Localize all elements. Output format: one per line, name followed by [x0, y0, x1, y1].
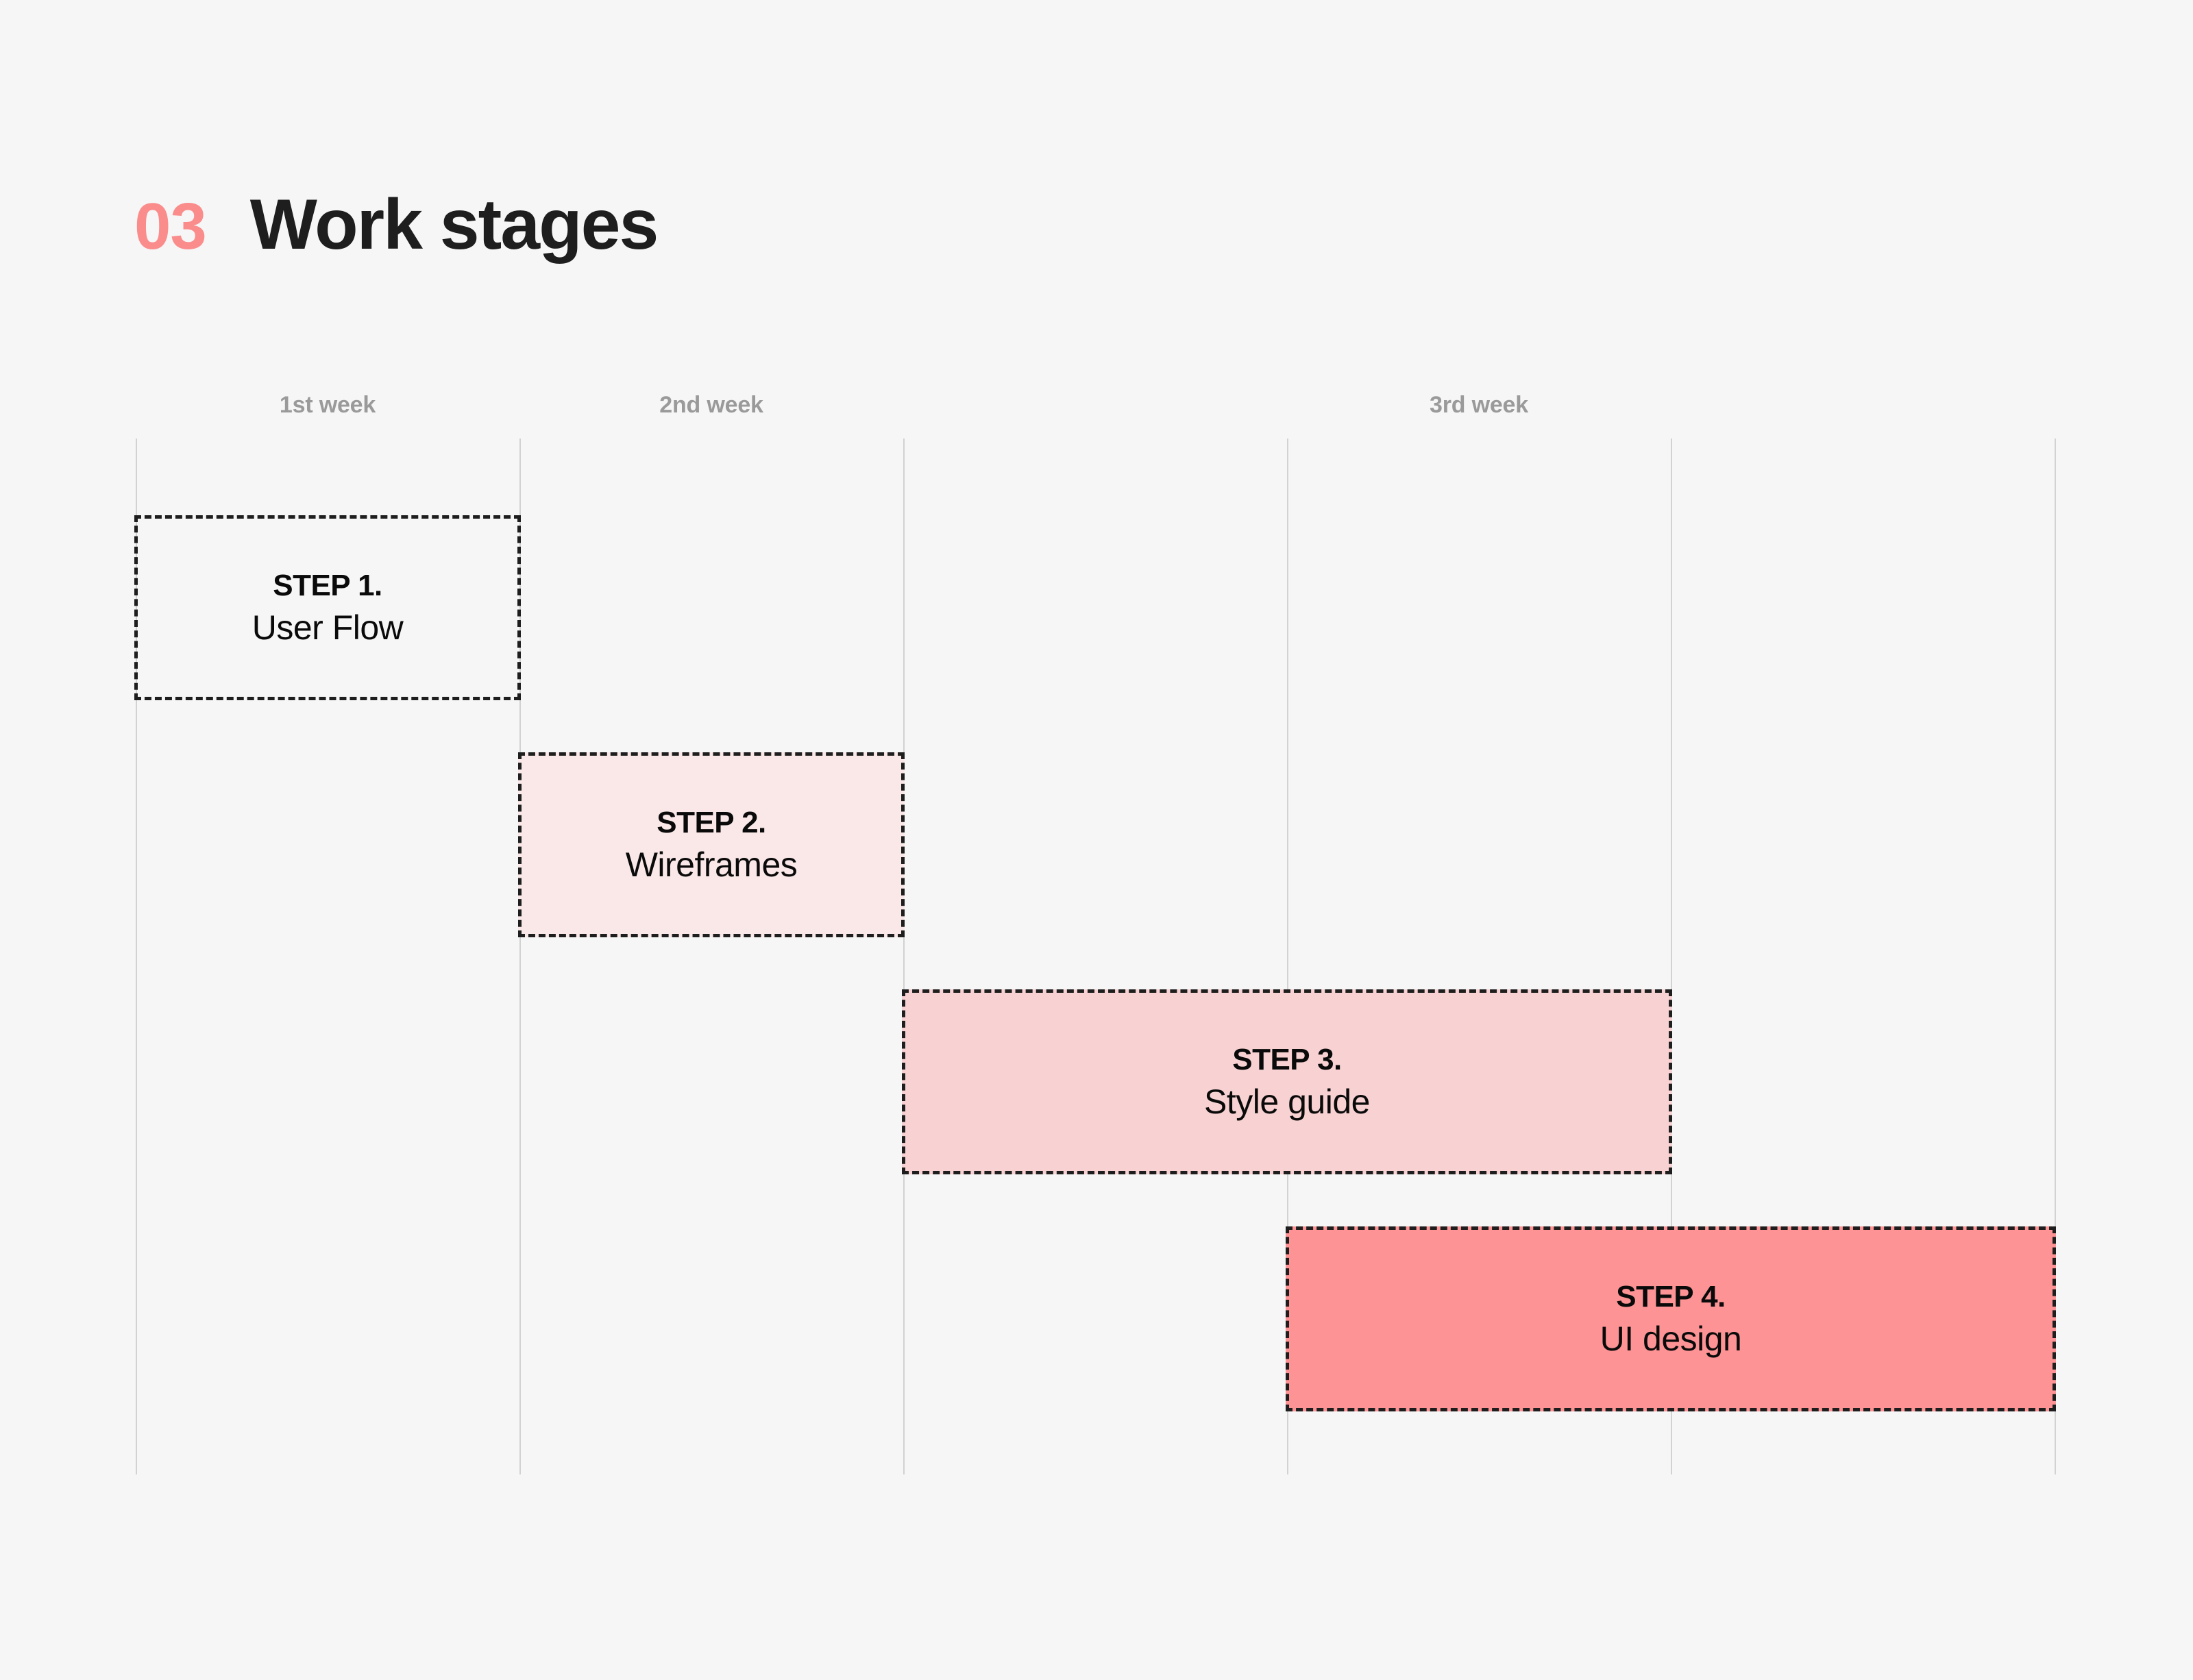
week-label-2: 2nd week [659, 392, 763, 418]
slide-title-text: Work stages [249, 185, 659, 264]
task-name-label: User Flow [252, 608, 404, 647]
grid-line-6 [2055, 438, 2056, 1474]
task-name-label: Wireframes [625, 845, 798, 884]
page-title: 03 Work stages [134, 185, 659, 264]
task-step-label: STEP 1. [273, 569, 382, 602]
week-label-3: 3rd week [1430, 392, 1528, 418]
task-bar-step-2[interactable]: STEP 2. Wireframes [518, 752, 905, 937]
task-step-label: STEP 3. [1232, 1043, 1342, 1076]
task-name-label: UI design [1600, 1320, 1742, 1358]
task-name-label: Style guide [1204, 1083, 1370, 1121]
grid-line-5 [1671, 438, 1672, 1474]
task-bar-step-1[interactable]: STEP 1. User Flow [134, 515, 521, 700]
task-step-label: STEP 2. [657, 806, 766, 839]
week-label-1: 1st week [279, 392, 376, 418]
task-bar-step-4[interactable]: STEP 4. UI design [1286, 1226, 2056, 1411]
grid-line-4 [1287, 438, 1288, 1474]
grid-line-2 [519, 438, 521, 1474]
task-bar-step-3[interactable]: STEP 3. Style guide [902, 989, 1672, 1174]
grid-line-3 [903, 438, 905, 1474]
grid-line-1 [136, 438, 137, 1474]
task-step-label: STEP 4. [1616, 1280, 1726, 1313]
slide-number: 03 [134, 190, 207, 263]
